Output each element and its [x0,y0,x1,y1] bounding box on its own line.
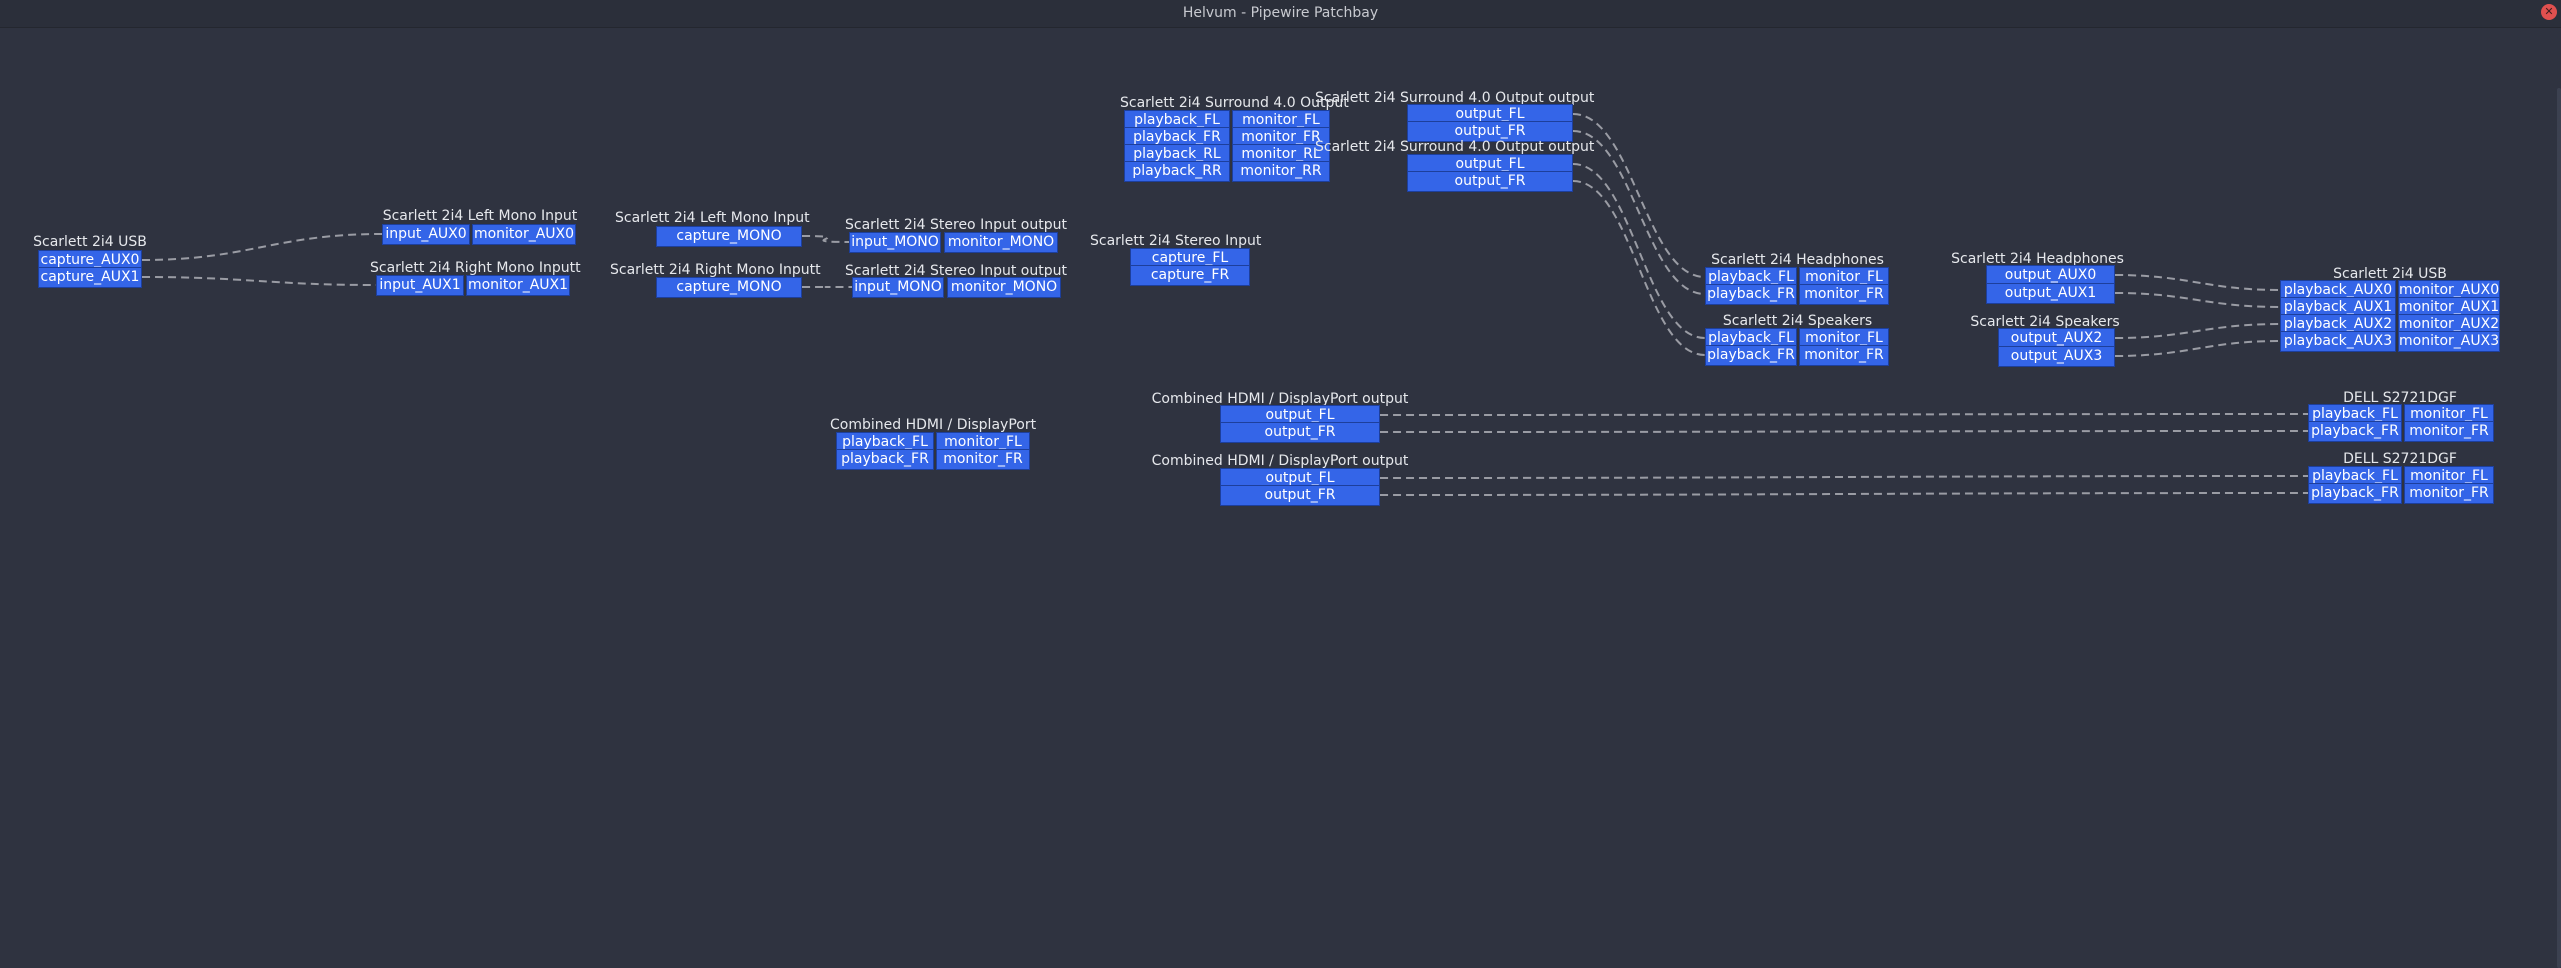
connection-link[interactable] [1572,130,1706,295]
port[interactable]: monitor_RR [1232,161,1330,182]
node-title: Scarlett 2i4 Right Mono Inputt [610,262,821,278]
port[interactable]: playback_AUX1 [2280,297,2396,318]
port[interactable]: monitor_AUX2 [2398,314,2500,335]
port[interactable]: output_FR [1407,171,1573,192]
port[interactable]: output_FL [1407,154,1573,175]
node-title: Combined HDMI / DisplayPort output [1151,453,1409,469]
connection-link[interactable] [1572,163,1706,339]
node-title: Scarlett 2i4 Surround 4.0 Output [1120,95,1349,111]
port[interactable]: input_AUX0 [382,224,470,245]
port[interactable]: playback_FR [2308,421,2402,442]
port[interactable]: monitor_AUX3 [2398,331,2500,352]
connection-link[interactable] [141,276,377,286]
port[interactable]: capture_FL [1130,248,1250,269]
port[interactable]: output_FR [1220,485,1380,506]
port[interactable]: monitor_AUX0 [472,224,576,245]
node-title: Scarlett 2i4 Surround 4.0 Output output [1315,139,1595,155]
port[interactable]: monitor_FR [1799,284,1889,305]
connection-link[interactable] [801,235,850,243]
port[interactable]: playback_FL [836,432,934,453]
port[interactable]: monitor_AUX1 [466,275,570,296]
node-title: Scarlett 2i4 Stereo Input [1090,233,1262,249]
port[interactable]: output_AUX3 [1998,346,2115,367]
port[interactable]: input_MONO [852,277,944,298]
port[interactable]: playback_AUX2 [2280,314,2396,335]
port[interactable]: output_AUX1 [1986,283,2115,304]
connection-link[interactable] [2114,340,2281,357]
port[interactable]: output_FR [1220,422,1380,443]
port[interactable]: monitor_FL [1799,267,1889,288]
port[interactable]: monitor_FL [1232,110,1330,131]
port[interactable]: monitor_FL [2404,466,2494,487]
port[interactable]: playback_FR [1705,345,1797,366]
connection-link[interactable] [1379,492,2309,496]
close-icon[interactable]: ✕ [2541,4,2557,20]
node-title: Scarlett 2i4 Left Mono Input [615,210,810,226]
port[interactable]: monitor_FL [1799,328,1889,349]
node-title: Scarlett 2i4 Left Mono Input [382,208,578,224]
port[interactable]: playback_FL [1705,328,1797,349]
port[interactable]: capture_MONO [656,277,802,298]
node-title: Scarlett 2i4 Headphones [1711,252,1884,268]
port[interactable]: monitor_MONO [947,277,1061,298]
connection-link[interactable] [2114,274,2281,291]
port[interactable]: output_FL [1220,468,1380,489]
node-title: Scarlett 2i4 Surround 4.0 Output output [1315,90,1595,106]
node-title: DELL S2721DGF [2343,451,2457,467]
port[interactable]: playback_FR [1705,284,1797,305]
port[interactable]: monitor_FR [2404,421,2494,442]
connection-link[interactable] [141,233,383,261]
node-title: Combined HDMI / DisplayPort output [1151,391,1409,407]
node-title: Scarlett 2i4 Headphones [1951,251,2124,267]
port[interactable]: monitor_FR [2404,483,2494,504]
port[interactable]: playback_FR [836,449,934,470]
port[interactable]: playback_RR [1124,161,1230,182]
port[interactable]: monitor_FR [936,449,1030,470]
title-bar: Helvum - Pipewire Patchbay ✕ [0,0,2561,28]
vertical-scrollbar[interactable] [2557,88,2561,968]
node-title: Scarlett 2i4 USB [33,234,147,250]
port[interactable]: playback_AUX3 [2280,331,2396,352]
port[interactable]: monitor_FR [1232,127,1330,148]
port[interactable]: monitor_FR [1799,345,1889,366]
port[interactable]: output_FL [1407,104,1573,125]
node-title: DELL S2721DGF [2343,390,2457,406]
port[interactable]: monitor_AUX1 [2398,297,2500,318]
connection-link[interactable] [2114,323,2281,339]
connection-link[interactable] [1572,180,1706,356]
port[interactable]: playback_FL [2308,404,2402,425]
port[interactable]: playback_FL [2308,466,2402,487]
connection-link[interactable] [2114,292,2281,308]
port[interactable]: capture_FR [1130,265,1250,286]
node-title: Scarlett 2i4 Stereo Input output [845,217,1067,233]
port[interactable]: monitor_RL [1232,144,1330,165]
port[interactable]: monitor_MONO [944,232,1058,253]
connection-link[interactable] [1379,430,2309,433]
connection-link[interactable] [1379,475,2309,479]
port[interactable]: playback_FL [1705,267,1797,288]
node-title: Scarlett 2i4 Right Mono Inputt [370,260,581,276]
node-title: Combined HDMI / DisplayPort [830,417,1037,433]
window-title: Helvum - Pipewire Patchbay [1182,5,1379,21]
node-title: Scarlett 2i4 USB [2333,266,2447,282]
port[interactable]: output_FR [1407,121,1573,142]
port[interactable]: input_MONO [849,232,941,253]
port[interactable]: playback_FR [2308,483,2402,504]
port[interactable]: capture_MONO [656,226,802,247]
node-title: Scarlett 2i4 Speakers [1722,313,1873,329]
port[interactable]: capture_AUX1 [38,267,142,288]
node-title: Scarlett 2i4 Stereo Input output [845,263,1067,279]
port[interactable]: input_AUX1 [376,275,464,296]
connection-link[interactable] [1379,413,2309,416]
node-title: Scarlett 2i4 Speakers [1970,314,2120,330]
